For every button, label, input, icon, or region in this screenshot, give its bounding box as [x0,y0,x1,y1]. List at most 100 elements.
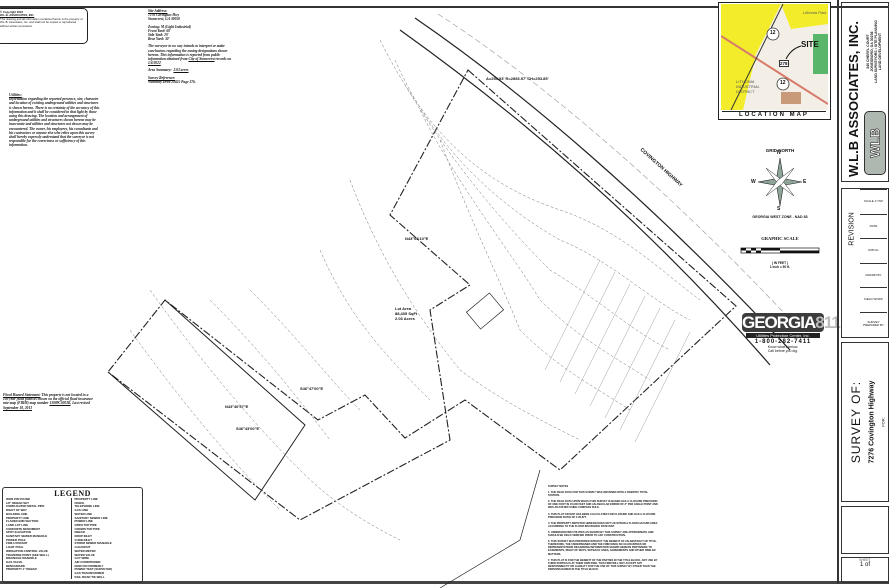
revision-field: SURVEY PREPARED BY [860,311,887,337]
site-address-line2: Stonecrest, GA 30058 [148,17,180,22]
logo-main: GEORGIA [742,313,816,332]
front-yard: Front Yard: 60' [148,28,171,33]
parcel-boundary [107,69,737,521]
legend-item: RAIL ROAD TIE WALL [74,574,105,579]
title-block: W.L.B ASSOCIATES, INC. 340 CHERYL COURT … [837,0,889,584]
notes-title: SURVEY NOTES [548,485,569,488]
legend-item: CURB INLET [74,537,93,542]
flood-statement: Flood Hazard Statement: This property is… [3,393,93,410]
note-item: 6. THIS SURVEY WAS PREPARED WITHOUT THE … [548,540,657,556]
bearing-label: N43°40'57"E [225,404,249,409]
legend-item: WATER METER [74,548,96,553]
survey-of-block: SURVEY OF: 7276 Covington Highway FOR: [841,342,889,502]
compass-rose-icon: N S E W [735,150,825,212]
copyright-title: © Copyright 2022 [0,10,24,14]
grid-north-label: GRID NORTH [765,148,795,153]
survey-of-label: SURVEY OF: [849,380,863,464]
route-12-marker: 12 [780,80,786,86]
wlb-logo: WLB [864,111,886,175]
blank-block [841,506,889,554]
legend-item: WATER LINE [74,511,93,516]
bottom-border [0,581,889,584]
legend-item: PROPERTY LINE [74,497,98,501]
revision-field-label: SURVEY PREPARED BY [862,319,885,328]
legend-item: PROPERTY 1" REBAR [6,567,37,572]
legend-item: GAS LINE [74,508,89,513]
legend-item: TELEPHONE LINE [74,504,100,509]
legend-item: NOW OR FORMERLY [74,563,104,568]
revision-block: REVISION SCALE 1"=50' DATE JOB No.DRAWN BY… [841,188,889,338]
legend-item: DROP INLET [74,534,92,539]
bearing-label: S46°47'00"E [300,386,323,391]
scale-bar [740,247,820,254]
north-arrow: GRID NORTH N S E W GEORGIA WEST ZONE - N… [735,148,825,219]
side-yard: Side Yard: 20' [148,33,169,38]
location-map-label: LOCATION MAP [722,111,826,118]
legend-item: OPEN TOP PIPE [74,522,97,527]
survey-for-label: FOR: [880,417,886,427]
top-border [0,6,889,8]
sheet-number: 1 of [859,562,870,568]
parcel-back-line [439,469,541,588]
legend-item: CLEANOUT [74,545,91,550]
survey-ref-label: Survey Reference: [148,75,176,80]
tagline-1: Know what's below. [767,345,799,349]
note-item: 1. THE FIELD DATA FOR THIS SURVEY WAS OB… [548,491,649,498]
revision-field: DRAWN BY [860,262,887,288]
legend-item: POWER TEST (SURVEYED) [74,567,113,572]
copyright-box: © Copyright 2022 W.L.B. ASSOCIATES, INC.… [0,8,88,44]
legend-item: SPOT ELEVATION [6,530,31,535]
flood-rev-label: Last revised [72,401,90,406]
district-label: LITHONIA INDUSTRIAL DISTRICT [736,79,760,94]
route-278-marker: 278 [779,60,789,67]
hatched-area [544,259,691,443]
sheet-block: SHEET 1 of [841,557,889,583]
zoning: Zoning: M (Light Industrial) [148,24,192,29]
survey-ref-value: Warranty Deed 29425 Page 376. [148,79,196,84]
revision-label: REVISION [848,212,856,246]
revision-field: SCALE 1"=50' [860,189,887,214]
utilities-text: Information regarding the reported prese… [9,97,100,148]
legend-item: RIGHT OF WAY [6,508,27,513]
revision-field-label: DATE [869,223,878,228]
legend-item: CROWN TOP PIPE [74,526,100,531]
route-12-marker: 12 [770,30,776,36]
scale-ratio: 1 inch = 50 ft. [769,265,791,269]
legend-item: GUY WIRE [74,556,90,561]
legend-item: GAS VALVE [6,559,23,564]
legend-item: TRAVERSE POINT (SEE WALL) [6,552,49,557]
graphic-scale: GRAPHIC SCALE ( IN FEET ) 1 inch = 50 ft… [735,236,825,269]
location-map: 12 12 278 SITE LITHONIA INDUSTRIAL DISTR… [718,2,831,120]
legend-item: LAND LOT LINE [6,522,28,527]
phone-number: 1-800-282-7411 [754,339,812,345]
legend-item: GAS TRANSFORMER [74,571,105,576]
road-edge-south [399,29,771,366]
graphic-scale-title: GRAPHIC SCALE [761,236,799,241]
zoning-source: City of Stonecrest [188,57,215,62]
east-letter: E [803,179,807,185]
legend-item: POWER POLE [6,537,26,542]
flood-title: Flood Hazard Statement: [3,393,41,397]
legend-item: FIRE HYDRANT [6,541,28,546]
logo-subtitle: Utilities Protection Center, Inc. [746,333,820,338]
park-label: Lithonia Park [803,10,827,15]
company-services-2: LAND DEVELOPMENT [878,32,882,71]
legend-item: SANITARY SEWER LINE [74,515,108,520]
legend-item: LIGHT POLE [6,545,24,550]
legend-item: BENCHMARK [6,563,25,568]
site-info: Site Address: 7276 Covington Hwy Stonecr… [148,9,238,87]
structure [465,292,505,330]
flood-text: This property is not located in a 100 ye… [3,393,93,406]
survey-notes: SURVEY NOTES 1. THE FIELD DATA FOR THIS … [548,485,660,574]
road-edge-north [414,17,791,351]
scale-units: ( IN FEET ) [771,261,789,265]
area-label: Area Summary: [148,68,172,73]
lot-area-acres: 2.03 Acres [395,316,416,321]
west-letter: W [751,179,756,185]
revision-field: JOB No. [860,238,887,263]
lot-area-sqft: 88,405 SqFt [395,311,418,316]
bearing-label: N43°09'10"E [405,236,429,241]
wlb-logo-text: WLB [867,128,883,158]
